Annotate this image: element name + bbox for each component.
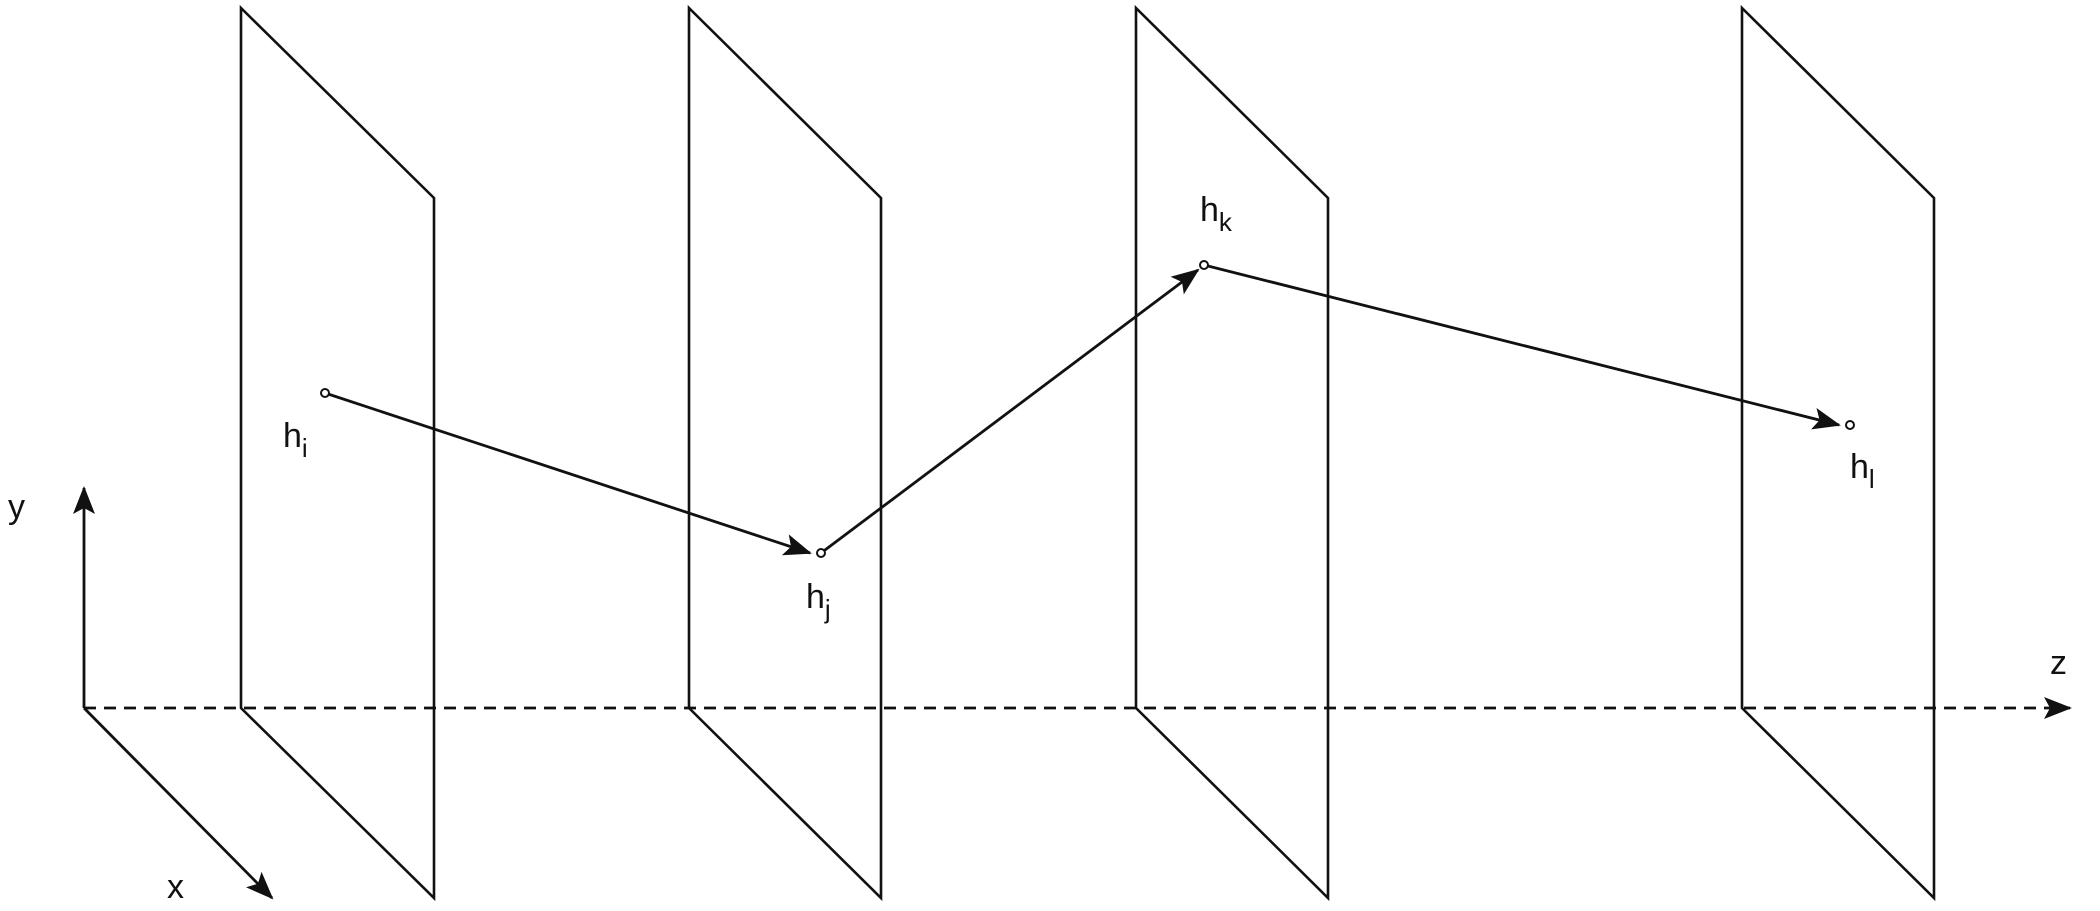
label-hk-sub: k xyxy=(1219,207,1233,237)
label-hj-sub: j xyxy=(824,594,831,624)
x-axis-label: x xyxy=(167,868,184,906)
z-axis-label: z xyxy=(2050,644,2067,682)
plane-2 xyxy=(687,4,883,902)
y-axis-label: y xyxy=(8,488,25,526)
label-hl: hl xyxy=(1850,448,1875,494)
arrow-hi-to-hj xyxy=(324,391,812,556)
plane-3 xyxy=(1134,4,1330,902)
label-hk: hk xyxy=(1200,191,1233,237)
point-hl xyxy=(1845,420,1855,430)
plane-4 xyxy=(1740,4,1936,902)
x-axis xyxy=(83,707,274,900)
label-hl-sub: l xyxy=(1869,464,1875,494)
label-hi-base: h xyxy=(283,417,302,455)
arrow-hk-to-hl xyxy=(1203,263,1841,430)
label-hj-base: h xyxy=(806,578,825,616)
point-labels: hi hj hk hl xyxy=(283,191,1875,624)
plane-1 xyxy=(239,4,436,902)
points xyxy=(320,260,1855,558)
trajectory xyxy=(324,263,1841,556)
label-hk-base: h xyxy=(1200,191,1219,229)
point-hi xyxy=(320,388,330,398)
arrow-hj-to-hk xyxy=(820,268,1200,555)
label-hj: hj xyxy=(806,578,831,624)
point-hj xyxy=(816,548,826,558)
planes xyxy=(239,4,1936,902)
label-hi-sub: i xyxy=(302,433,308,463)
label-hi: hi xyxy=(283,417,308,463)
axes: y x z xyxy=(8,486,2072,906)
point-hk xyxy=(1199,260,1209,270)
label-hl-base: h xyxy=(1850,448,1869,486)
